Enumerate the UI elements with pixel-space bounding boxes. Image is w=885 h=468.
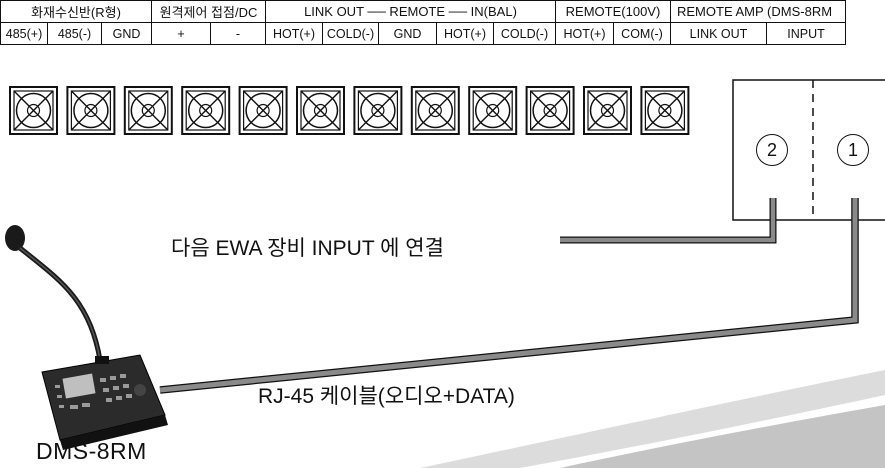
screw-terminal-icon xyxy=(181,86,231,135)
screw-terminal-icon xyxy=(640,86,690,135)
cable-label: RJ-45 케이블(오디오+DATA) xyxy=(258,385,515,408)
terminal-label: 485(+) xyxy=(0,22,48,45)
terminal-label: GND xyxy=(101,22,152,45)
screw-terminal-icon xyxy=(9,86,58,135)
device-name-label: DMS-8RM xyxy=(36,438,147,464)
terminal-label: COLD(-) xyxy=(322,22,379,45)
link-out-cable xyxy=(560,198,776,243)
screw-terminal-icon xyxy=(238,86,288,135)
screw-terminal-icon xyxy=(583,86,632,135)
screw-terminal-icon xyxy=(123,86,173,135)
decorative-swoosh xyxy=(420,370,885,468)
terminal-label: HOT(+) xyxy=(555,22,614,45)
screw-terminal-icon xyxy=(353,86,403,135)
port-1-input: 1 xyxy=(837,134,869,166)
group-remote-amp: REMOTE AMP (DMS-8RM xyxy=(670,0,846,23)
terminal-label: INPUT xyxy=(766,22,846,45)
port-2-link-out: 2 xyxy=(756,134,788,166)
terminal-label: GND xyxy=(378,22,437,45)
terminal-label: HOT(+) xyxy=(265,22,323,45)
screw-terminal-icon xyxy=(468,86,518,135)
paging-console-icon xyxy=(41,354,168,450)
screw-terminal-icon xyxy=(525,86,575,135)
terminal-label: LINK OUT xyxy=(670,22,767,45)
screw-terminal-icon xyxy=(410,86,460,135)
terminal-strip xyxy=(9,86,690,135)
terminal-label: 485(-) xyxy=(47,22,102,45)
next-device-label: 다음 EWA 장비 INPUT 에 연결 xyxy=(171,237,444,260)
screw-terminal-icon xyxy=(296,86,345,135)
rj45-cable xyxy=(159,198,858,393)
terminal-header-table: 화재수신반(R형) 원격제어 접점/DC LINK OUT ── REMOTE … xyxy=(0,0,846,45)
microphone-icon xyxy=(5,225,103,361)
terminal-label: HOT(+) xyxy=(436,22,494,45)
decorative-swoosh xyxy=(560,405,885,468)
screw-terminal-icon xyxy=(66,86,116,135)
rj45-cable xyxy=(159,198,859,394)
